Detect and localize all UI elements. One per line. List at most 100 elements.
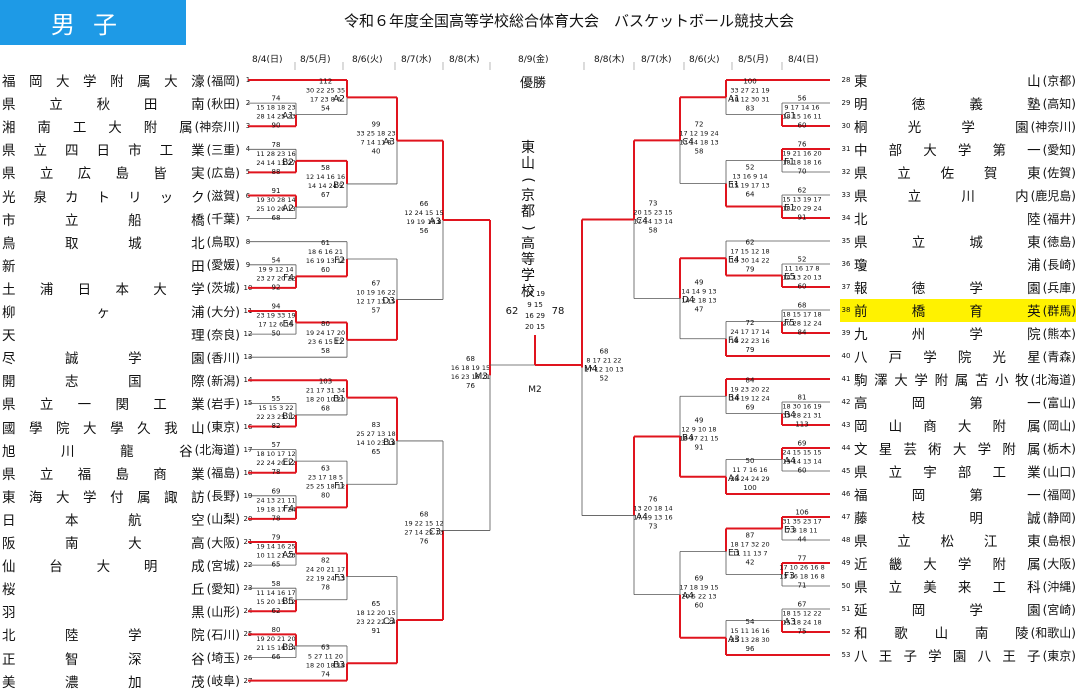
team-prefecture: (鹿児島) [1030, 188, 1076, 203]
score-quarters: 30 22 25 35 [306, 86, 345, 94]
score-quarters: 19 30 28 14 [256, 196, 295, 204]
team-row[interactable]: 開志国際(新潟)14 [2, 369, 254, 392]
score-quarters: 25 10 20 13 [256, 205, 295, 213]
score-quarters: 23 17 18 5 [308, 473, 343, 481]
team-number: 29 [841, 99, 851, 107]
score-total: 96 [746, 645, 755, 653]
score-total: 44 [798, 536, 807, 544]
score-quarters: 17 19 13 16 [633, 514, 672, 522]
score-total: 52 [600, 375, 609, 383]
court-label: A3 [784, 618, 796, 628]
team-row[interactable]: 國學院大學久我山(東京)16 [2, 415, 254, 438]
score-total: 62 [798, 187, 807, 195]
score-total: 75 [798, 628, 807, 636]
score-total: 94 [272, 303, 281, 311]
score-total: 72 [746, 319, 755, 327]
team-prefecture: (京都) [1042, 73, 1076, 88]
score-total: 69 [746, 403, 755, 411]
court-label: B4 [682, 434, 694, 444]
score-quarters: 21 15 16 14 [256, 644, 295, 652]
team-row[interactable]: 市立船橋(千葉)7 [2, 207, 254, 230]
score-quarters: 11 28 23 16 [256, 150, 295, 158]
team-row[interactable]: 県立一関工業(岩手)15 [2, 392, 254, 415]
score-quarters: 11 11 13 7 [732, 550, 767, 558]
team-row[interactable]: 県立福島商業(福島)18 [2, 461, 254, 484]
team-number: 43 [841, 421, 851, 429]
team-row[interactable]: 土浦日本大学(茨城)10 [2, 276, 254, 299]
score-quarters: 12 14 16 16 [306, 173, 345, 181]
team-row[interactable]: 仙台大明成(宮城)22 [2, 554, 254, 577]
court-label: B4 [728, 393, 740, 403]
score-total: 79 [746, 346, 755, 354]
team-row[interactable]: 正智深谷(埼玉)26 [2, 646, 254, 669]
team-number: 42 [841, 398, 851, 406]
team-name: 県立秋田南 [2, 97, 205, 114]
team-prefecture: (大阪) [1042, 556, 1076, 571]
team-row[interactable]: 柳ヶ浦(大分)11 [2, 300, 254, 323]
court-label: B3 [282, 643, 294, 653]
team-row[interactable]: 阪南大高(大阪)21 [2, 531, 254, 554]
team-name: 八戸学院光星 [854, 350, 1041, 366]
court-label: B4 [784, 411, 796, 421]
team-row[interactable]: 尽誠学園(香川)13 [2, 346, 254, 369]
team-number: 14 [243, 376, 253, 385]
score-quarters: 12 17 13 15 [356, 297, 395, 305]
score-total: 79 [746, 265, 755, 273]
team-prefecture: (愛知) [1042, 142, 1076, 157]
team-row[interactable]: 桜丘(愛知)23 [2, 577, 254, 600]
score-total: 99 [372, 121, 381, 129]
score-quarters: 17 10 26 16 8 [779, 564, 824, 572]
score-quarters: 19 23 20 22 [730, 385, 769, 393]
team-row[interactable]: 県立秋田南(秋田)2 [2, 92, 254, 115]
team-row[interactable]: 鳥取城北(鳥取)8 [2, 230, 254, 253]
score-total: 82 [321, 557, 330, 565]
team-row[interactable]: 県立四日市工業(三重)4 [2, 138, 254, 161]
court-label: B2 [282, 158, 294, 168]
team-prefecture: (香川) [206, 350, 240, 365]
team-prefecture: (鳥取) [206, 235, 240, 250]
team-name: 尽誠学園 [2, 351, 205, 368]
score-quarters: 19 9 12 14 [258, 265, 293, 273]
team-row[interactable]: 天理(奈良)12 [2, 323, 254, 346]
team-row[interactable]: 羽黒(山形)24 [2, 600, 254, 623]
team-name: 県立宇部工業 [854, 465, 1041, 481]
team-row[interactable]: 日本航空(山梨)20 [2, 507, 254, 530]
team-row[interactable]: 東海大学付属諏訪(長野)19 [2, 484, 254, 507]
gender-tab[interactable]: 男子 [0, 0, 186, 45]
score-total: 42 [746, 559, 755, 567]
team-row[interactable]: 旭川龍谷(北海道)17 [2, 438, 254, 461]
team-row[interactable]: 北陸学院(石川)25 [2, 623, 254, 646]
team-row[interactable]: 美濃加茂(岐阜)27 [2, 669, 254, 692]
team-name: 桐光学園 [854, 120, 1029, 136]
score-total: 83 [372, 421, 381, 429]
